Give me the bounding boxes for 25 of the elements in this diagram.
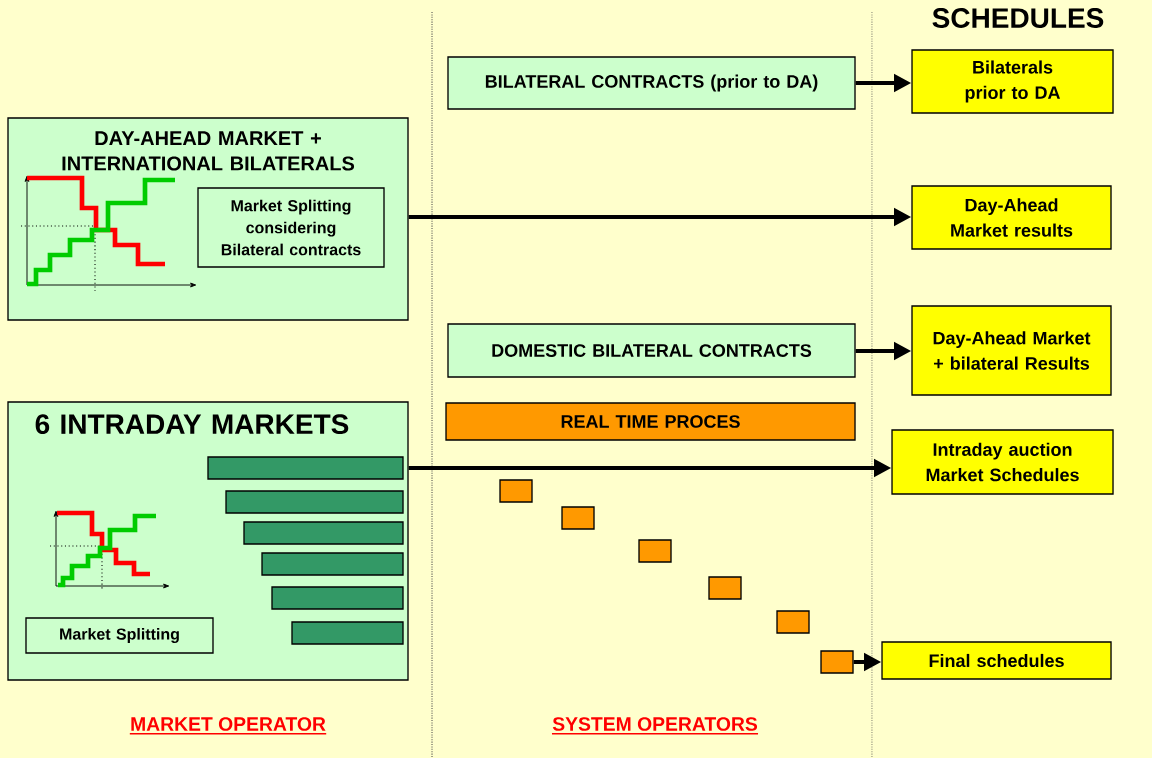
- schedule-box: Day-Ahead Market results: [911, 185, 1112, 250]
- section-heading: SYSTEM OPERATORS: [551, 717, 759, 735]
- section-heading: MARKET OPERATOR: [129, 717, 327, 735]
- process-box: Market Splitting considering Bilateral contracts: [197, 187, 385, 268]
- time-slot-box: [638, 539, 672, 563]
- time-slot-bar: [291, 621, 404, 645]
- time-slot-box: [776, 610, 810, 634]
- process-bar: REAL TIME PROCES: [445, 402, 856, 441]
- time-slot-bar: [271, 586, 404, 610]
- schedule-box: Final schedules: [881, 641, 1112, 680]
- time-slot-bar: [261, 552, 404, 576]
- schedule-box: Intraday auction Market Schedules: [891, 429, 1114, 495]
- time-slot-box: [499, 479, 533, 503]
- schedule-box: Bilaterals prior to DA: [911, 49, 1114, 114]
- time-slot-box: [561, 506, 595, 530]
- time-slot-bar: [225, 490, 404, 514]
- time-slot-bar: [207, 456, 404, 480]
- time-slot-box: [708, 576, 742, 600]
- column-heading: SCHEDULES: [932, 8, 1104, 28]
- process-box: DOMESTIC BILATERAL CONTRACTS: [447, 323, 856, 378]
- time-slot-box: [820, 650, 854, 674]
- schedule-box: Day-Ahead Market + bilateral Results: [911, 305, 1112, 396]
- process-box: Market Splitting: [25, 617, 214, 654]
- time-slot-bar: [243, 521, 404, 545]
- process-box: BILATERAL CONTRACTS (prior to DA): [447, 56, 856, 110]
